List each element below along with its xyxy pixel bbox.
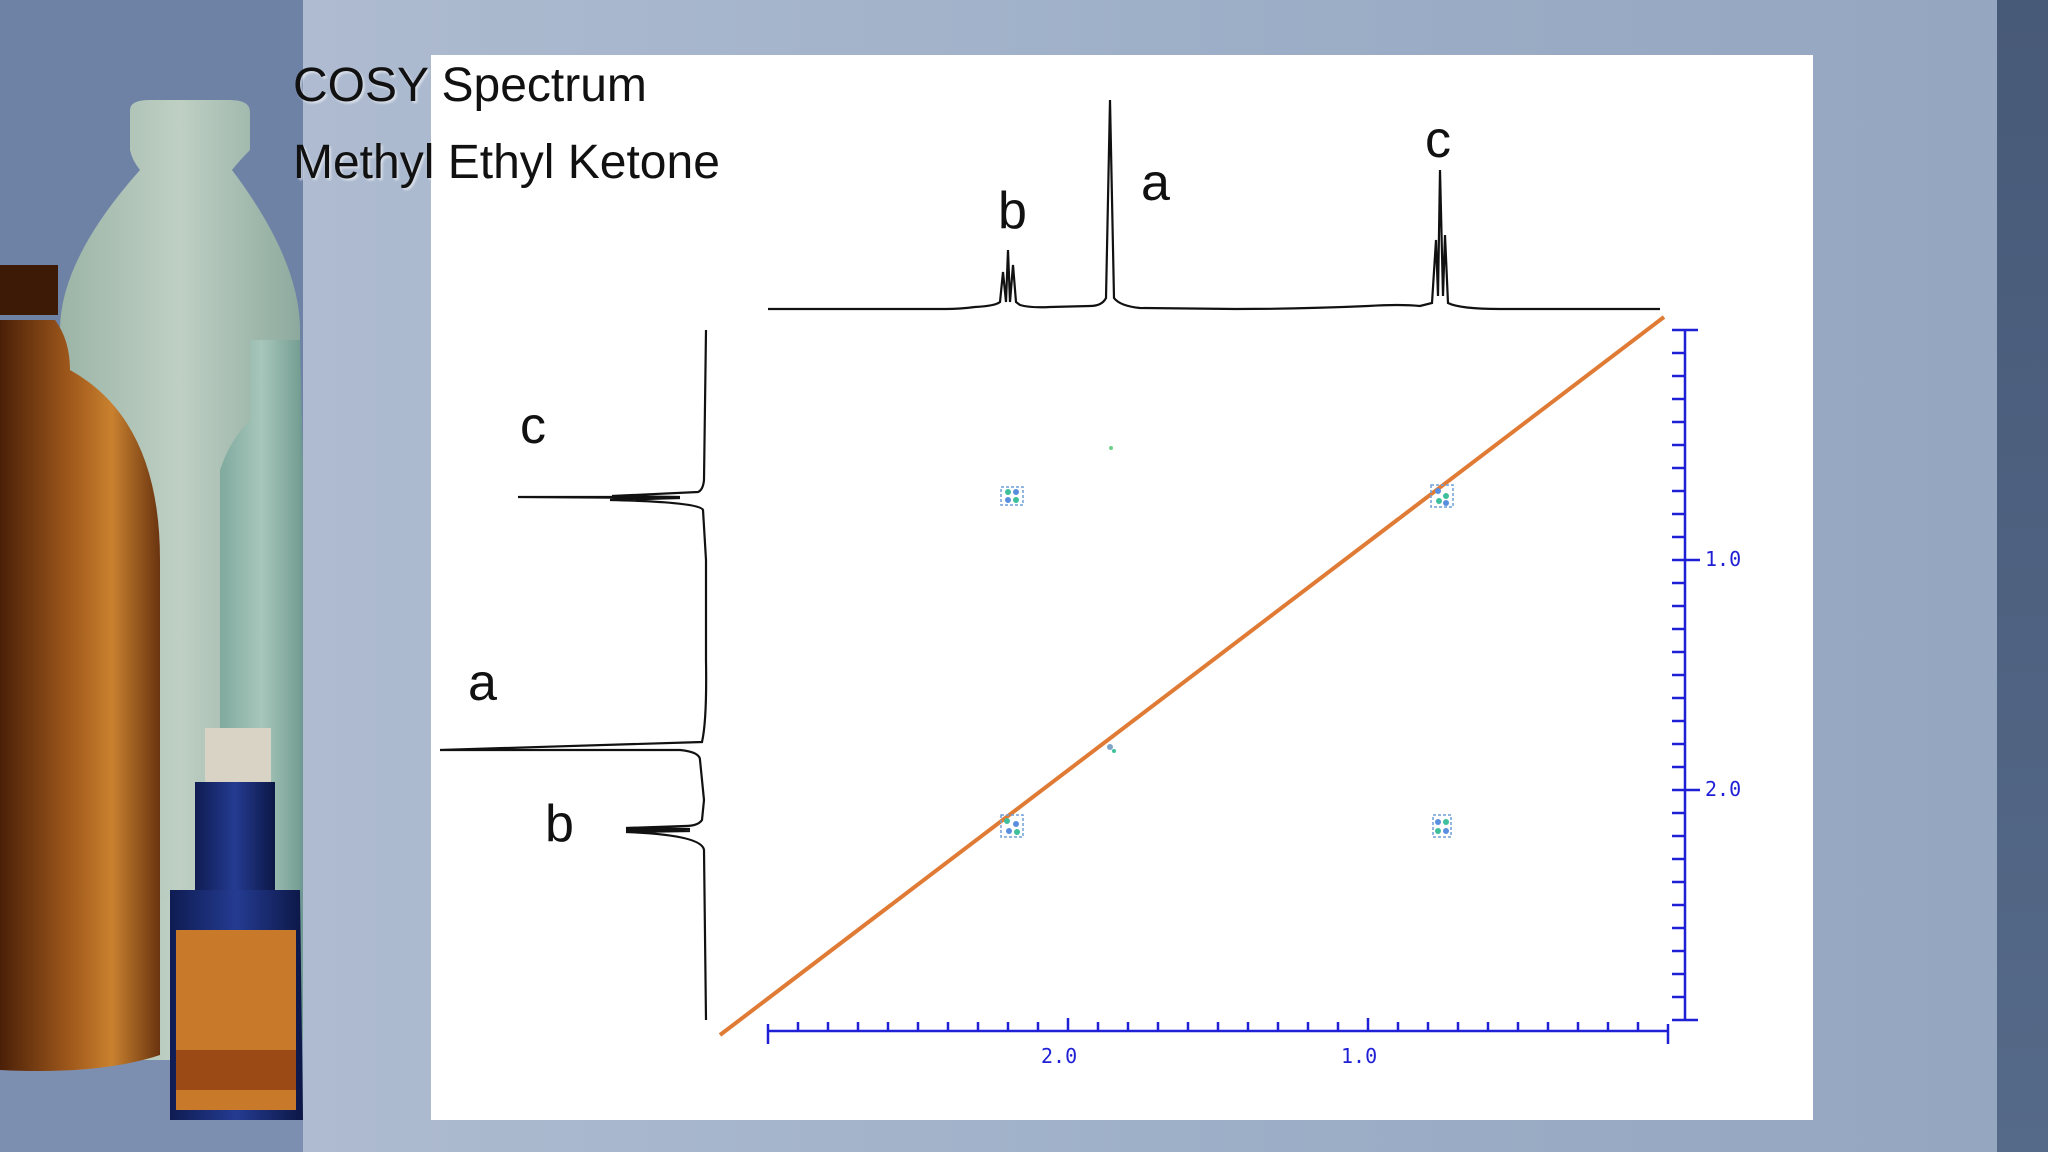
side-peak-label-c: c <box>520 397 546 455</box>
top-peak-label-a: a <box>1141 154 1170 212</box>
bottles-photo-panel <box>0 0 303 1152</box>
x-axis-minor-ticks <box>796 1018 1640 1031</box>
y-tick-label-2-0: 2.0 <box>1705 777 1741 801</box>
x-axis <box>766 1018 1670 1044</box>
diagonal-line <box>718 315 1666 1037</box>
y-tick-label-1-0: 1.0 <box>1705 547 1741 571</box>
side-peak-label-a: a <box>468 654 497 712</box>
noise-speck <box>1109 446 1113 450</box>
slide-title-line-1: COSY Spectrum <box>293 59 647 112</box>
diagonal-peak-b <box>1000 814 1024 838</box>
y-axis <box>1672 328 1700 1022</box>
cross-peak-b-c <box>1000 486 1024 506</box>
right-edge-strip <box>1997 0 2048 1152</box>
diagonal-peak-a <box>1107 744 1116 753</box>
slide-title-line-2: Methyl Ethyl Ketone <box>293 136 720 189</box>
y-axis-minor-ticks <box>1672 351 1700 999</box>
diagonal-peak-c <box>1430 484 1454 508</box>
side-1d-spectrum-trace <box>439 329 708 1021</box>
top-1d-spectrum-trace <box>768 99 1660 311</box>
spectrum-panel <box>431 55 1813 1120</box>
x-tick-label-2-0: 2.0 <box>1041 1044 1077 1068</box>
top-peak-label-c: c <box>1425 111 1451 169</box>
side-peak-label-b: b <box>545 795 574 853</box>
bottles-illustration <box>0 0 303 1152</box>
cross-peak-c-b <box>1432 814 1452 838</box>
x-tick-label-1-0: 1.0 <box>1341 1044 1377 1068</box>
top-peak-label-b: b <box>998 182 1027 240</box>
